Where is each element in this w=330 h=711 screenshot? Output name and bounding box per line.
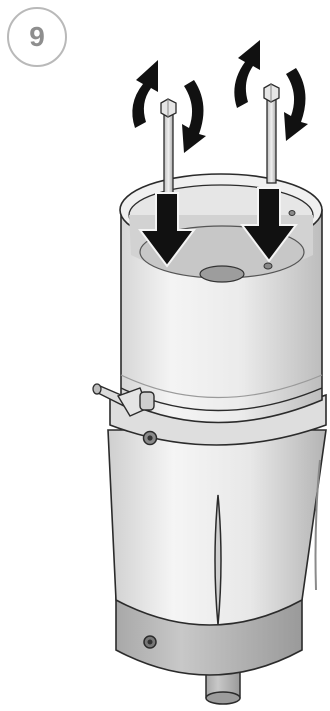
rotate-arrow-icon	[182, 80, 206, 153]
rotate-arrow-icon	[132, 60, 158, 128]
threaded-rod	[264, 84, 279, 183]
rotate-arrow-icon	[284, 68, 308, 141]
lower-body	[108, 430, 326, 625]
rotate-arrow-icon	[234, 40, 260, 108]
